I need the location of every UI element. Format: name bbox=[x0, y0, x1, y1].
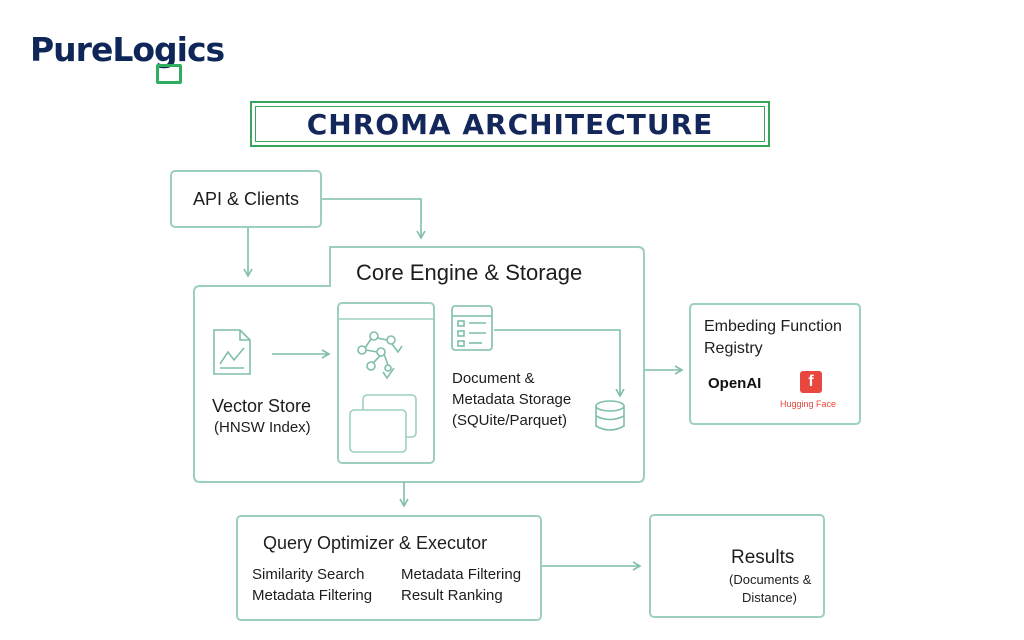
query-item-metadata-filtering-right: Metadata Filtering bbox=[401, 566, 522, 583]
openai-logo-text: OpenAI bbox=[708, 375, 762, 392]
hugging-face-label: Hugging Face bbox=[780, 399, 837, 409]
page-title: CHROMA ARCHITECTURE bbox=[306, 107, 714, 141]
registry-line2: Registry bbox=[704, 340, 763, 357]
results-line1: (Documents & bbox=[729, 572, 812, 587]
query-item-similarity: Similarity Search bbox=[252, 566, 365, 583]
database-icon bbox=[595, 400, 625, 431]
vector-store-label: Vector Store bbox=[212, 396, 312, 416]
arrow-api-to-core bbox=[322, 198, 426, 240]
core-engine-label: Core Engine & Storage bbox=[356, 260, 583, 285]
results-line2: Distance) bbox=[742, 590, 797, 605]
doc-storage-line3: (SQUite/Parquet) bbox=[452, 412, 568, 429]
hugging-face-icon-letter: f bbox=[808, 373, 814, 390]
embedding-registry-box bbox=[689, 303, 861, 425]
stacked-cards-icon bbox=[349, 394, 417, 453]
doc-storage-line1: Document & bbox=[452, 370, 535, 387]
api-clients-box: API & Clients bbox=[170, 170, 322, 228]
vector-store-sub: (HNSW Index) bbox=[214, 419, 311, 436]
brand-logo-mark bbox=[156, 64, 182, 84]
document-list-icon bbox=[451, 305, 493, 351]
doc-storage-line2: Metadata Storage bbox=[452, 391, 572, 408]
title-banner: CHROMA ARCHITECTURE bbox=[250, 101, 770, 147]
query-item-metadata-filtering-left: Metadata Filtering bbox=[252, 587, 373, 604]
arrow-doc-to-db bbox=[494, 329, 625, 398]
results-title: Results bbox=[731, 547, 795, 568]
network-icon bbox=[357, 331, 403, 380]
chart-document-icon bbox=[213, 329, 251, 375]
registry-line1: Embeding Function bbox=[704, 318, 842, 335]
query-optimizer-box bbox=[236, 515, 542, 621]
query-item-result-ranking: Result Ranking bbox=[401, 587, 503, 604]
brand-logo: PureLogics bbox=[30, 30, 225, 69]
query-optimizer-title: Query Optimizer & Executor bbox=[263, 533, 488, 553]
api-clients-label: API & Clients bbox=[192, 188, 300, 209]
hugging-face-icon: f bbox=[800, 371, 822, 393]
results-box bbox=[649, 514, 825, 618]
